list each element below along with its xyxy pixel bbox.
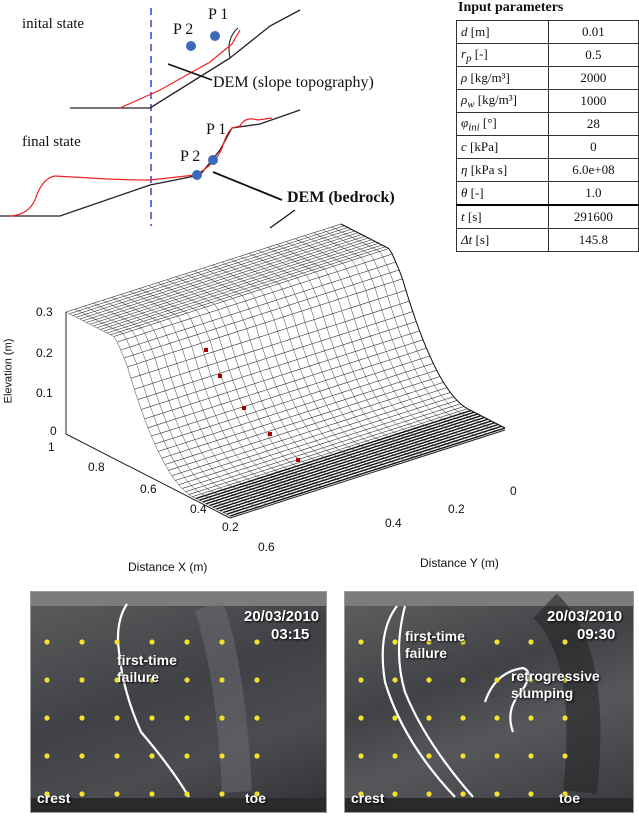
z-axis-label: Elevation (m) [2,338,15,404]
p1-label: P 1 [208,6,229,23]
param-row: φini [°]28 [456,112,639,136]
photo-left: 20/03/2010 03:15 first-time failure cres… [30,591,327,813]
param-value: 28 [547,112,639,136]
photo-left-time: 03:15 [271,626,310,643]
final-dem-line [0,109,301,217]
param-name: rp [-] [456,43,549,67]
z-tick-0.1: 0.1 [36,386,53,400]
x-tick-0.4: 0.4 [190,502,207,516]
dem-bedrock-label: DEM (bedrock) [287,189,395,206]
param-row: ρw [kg/m³]1000 [456,89,639,113]
y-tick-0.4: 0.4 [385,516,402,530]
y-axis [229,429,506,519]
x-tick-0.6: 0.6 [140,482,157,496]
z-tick-0.2: 0.2 [36,346,53,360]
param-value: 6.0e+08 [547,158,639,182]
param-row: η [kPa s]6.0e+08 [456,158,639,182]
photo-left-crest: crest [37,790,71,806]
p2-marker-initial [186,41,196,51]
p2-final-label: P 2 [180,148,201,165]
initial-red-line [119,29,241,109]
photo-right-slump: retrogressive slumping [511,668,600,701]
photo-right: 20/03/2010 09:30 first-time failure retr… [344,591,634,813]
dem-slope-label: DEM (slope topography) [213,74,374,91]
x-axis-label: Distance X (m) [128,560,208,574]
param-name: θ [-] [456,181,549,206]
param-value: 0.01 [547,20,639,44]
param-name: c [kPa] [456,135,549,159]
param-row: Δt [s]145.8 [456,228,639,252]
param-row: θ [-]1.0 [456,181,639,206]
param-value: 0.5 [547,43,639,67]
x-tick-0.2: 0.2 [222,520,239,534]
param-value: 145.8 [547,228,639,252]
params-title: Input parameters [458,0,564,15]
photo-right-toe: toe [559,790,580,806]
p1-marker-initial [210,31,220,41]
y-tick-0.2: 0.2 [448,502,465,516]
x-axis [65,433,231,519]
param-row: d [m]0.01 [456,20,639,44]
photo-right-failure: first-time failure [405,628,465,661]
p1-marker-final [208,155,218,165]
param-row: rp [-]0.5 [456,43,639,67]
final-red-line [9,117,273,217]
param-value: 1.0 [547,181,639,206]
param-name: ρ [kg/m³] [456,66,549,90]
param-row: ρ [kg/m³]2000 [456,66,639,90]
slump-line-right [483,666,530,733]
failure-line-left [116,603,190,798]
photo-left-failure: first-time failure [117,652,177,685]
z-tick-0.3: 0.3 [36,305,53,319]
y-tick-0.6: 0.6 [258,540,275,554]
param-value: 1000 [547,89,639,113]
failure-line-right-1 [381,605,456,798]
surface-points [204,348,300,462]
photo-left-date: 20/03/2010 [244,608,320,625]
surface-mesh [65,223,506,517]
photo-right-date: 20/03/2010 [547,608,623,625]
photo-left-overlay [31,592,326,812]
p2-marker-final [192,170,202,180]
param-row: c [kPa]0 [456,135,639,159]
initial-state-label: inital state [22,16,85,32]
param-name: d [m] [456,20,549,44]
y-tick-0: 0 [510,484,517,498]
photo-left-toe: toe [245,790,266,806]
final-state-label: final state [22,134,81,150]
param-name: Δt [s] [456,228,549,252]
param-name: η [kPa s] [456,158,549,182]
param-value: 291600 [547,204,639,229]
failure-line-right-2 [397,605,474,798]
param-name: φini [°] [456,112,549,136]
photo-right-time: 09:30 [577,626,616,643]
state-diagram [0,8,301,229]
photo-right-crest: crest [351,790,385,806]
photo-right-overlay [345,592,633,812]
x-tick-1: 1 [48,440,55,454]
x-tick-0.8: 0.8 [88,460,105,474]
p2-label: P 2 [173,21,194,38]
y-axis-label: Distance Y (m) [420,556,499,570]
surface-plot [65,223,506,519]
z-tick-0: 0 [50,424,57,438]
param-value: 0 [547,135,639,159]
param-value: 2000 [547,66,639,90]
p1-final-label: P 1 [206,121,227,138]
param-name: ρw [kg/m³] [456,89,549,113]
